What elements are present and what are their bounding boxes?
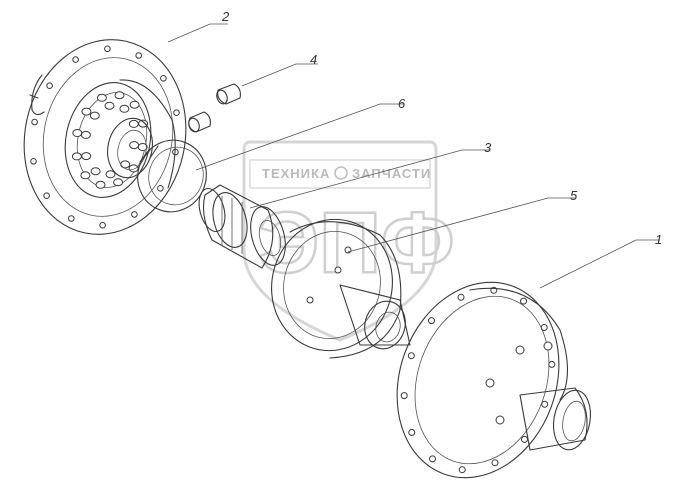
- roller: [81, 107, 92, 116]
- callout-lines: [167, 23, 660, 289]
- roller: [129, 141, 140, 150]
- watermark-word-right: ЗАПЧАСТИ: [352, 166, 431, 181]
- roller: [96, 93, 107, 102]
- bolt-hole: [520, 297, 527, 305]
- gear-icon: [334, 166, 348, 180]
- watermark-letters: ЭПФ: [258, 195, 454, 291]
- roller: [129, 100, 140, 109]
- roller: [120, 160, 131, 169]
- roller: [104, 101, 115, 110]
- bolt-hole: [157, 185, 164, 192]
- bolt-hole: [135, 52, 142, 59]
- part-2-flange-cover: [23, 39, 187, 235]
- part-5-hub: [271, 218, 411, 359]
- part-6-split-ring: [137, 139, 207, 213]
- roller: [128, 119, 139, 128]
- roller: [114, 91, 125, 100]
- bolt-hole: [408, 429, 416, 436]
- roller: [90, 167, 101, 176]
- roller: [89, 111, 100, 120]
- bolt-hole: [46, 82, 53, 89]
- bolt-hole: [400, 392, 408, 400]
- bolt-hole: [31, 118, 38, 126]
- roller: [72, 129, 83, 137]
- watermark-word-left: ТЕХНИКА: [262, 166, 330, 181]
- roller: [95, 180, 106, 189]
- part-3-splined-sleeve: [198, 184, 286, 269]
- bolt-hole: [43, 192, 50, 199]
- callout-2: 2: [221, 9, 230, 24]
- bolt-hole: [540, 324, 548, 331]
- roller: [105, 170, 116, 179]
- part-4-pins: [188, 83, 241, 133]
- bolt-hole: [457, 293, 465, 301]
- callout-4: 4: [310, 52, 317, 67]
- roller: [80, 171, 91, 180]
- roller: [128, 164, 139, 173]
- roller: [113, 178, 124, 187]
- roller: [119, 104, 130, 113]
- part-1-housing: [396, 281, 592, 479]
- bolt-hole: [68, 215, 75, 222]
- bolt-hole: [131, 211, 138, 218]
- roller: [81, 152, 92, 161]
- roller: [80, 130, 91, 139]
- watermark: ТЕХНИКА ЗАПЧАСТИ ЭПФ: [242, 140, 456, 342]
- bolt-hole: [428, 317, 435, 325]
- bolt-hole: [30, 158, 37, 165]
- callout-1: 1: [655, 232, 662, 247]
- bolt-hole: [72, 56, 79, 63]
- callout-3: 3: [484, 140, 492, 155]
- bolt-hole: [491, 459, 499, 467]
- callout-6: 6: [398, 96, 406, 111]
- bolt-hole: [104, 45, 111, 53]
- callout-5: 5: [570, 188, 578, 203]
- bolt-hole: [541, 400, 549, 408]
- roller: [71, 152, 82, 161]
- bolt-hole: [458, 466, 466, 474]
- bolt-hole: [99, 221, 106, 229]
- bolt-hole: [429, 455, 436, 463]
- bolt-hole: [173, 109, 180, 116]
- bolt-hole: [407, 352, 415, 360]
- bolt-hole: [548, 360, 556, 368]
- bolt-hole: [521, 435, 528, 443]
- bolt-hole: [160, 75, 167, 82]
